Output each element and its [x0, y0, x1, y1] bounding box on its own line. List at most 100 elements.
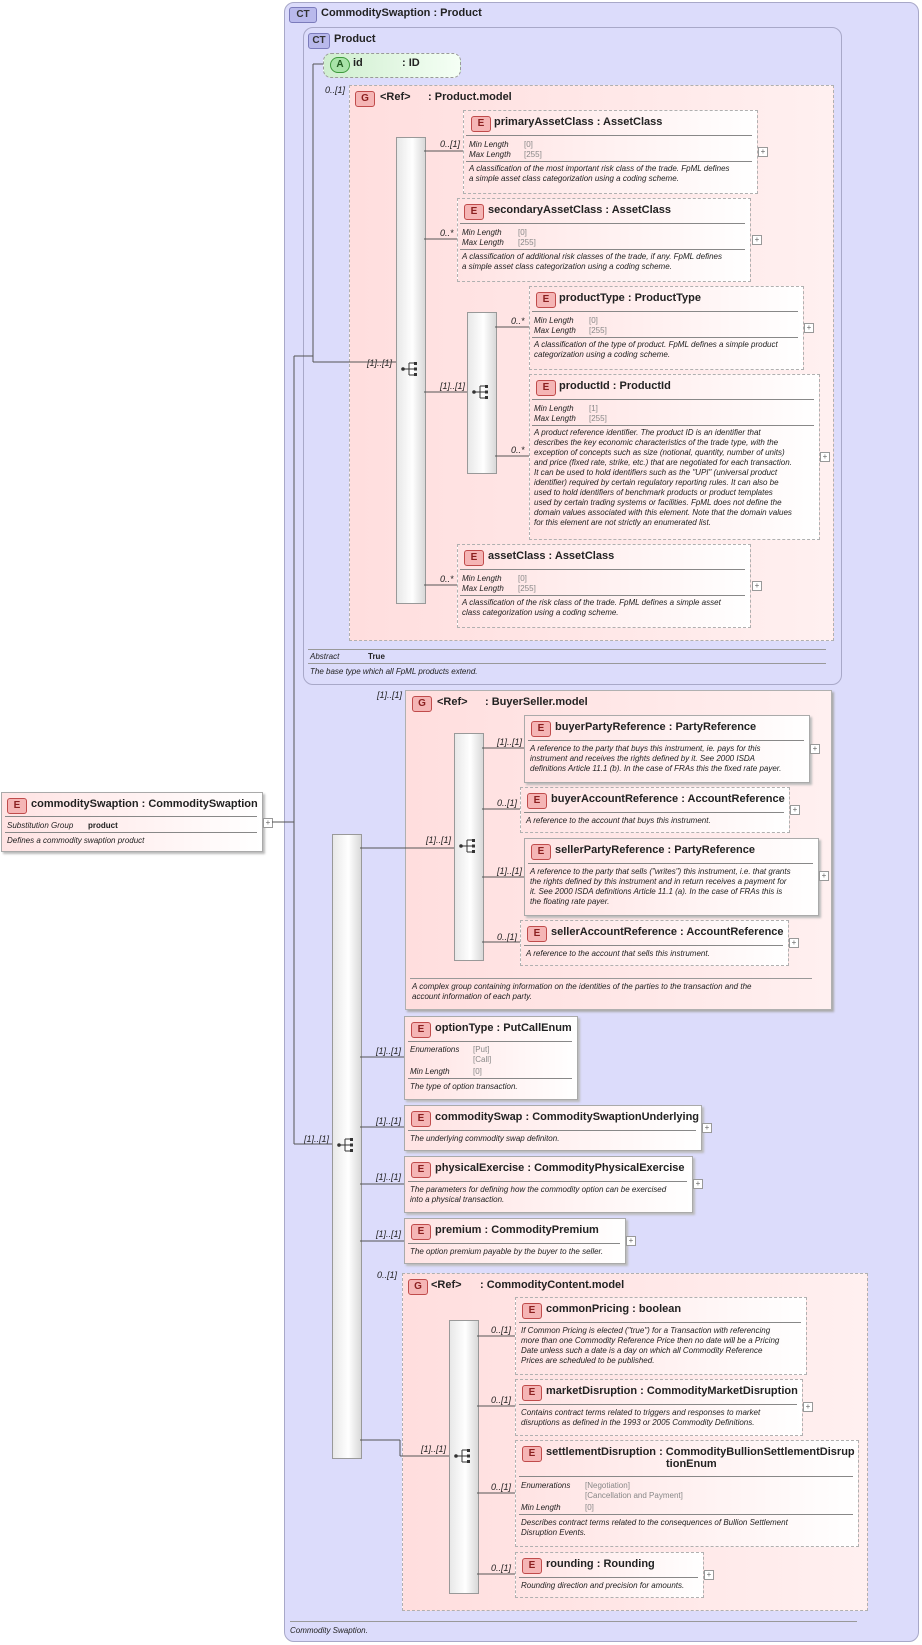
- commodity-swaption-root-element[interactable]: [1, 792, 263, 852]
- product-doc: The base type which all FpML products ex…: [310, 667, 478, 676]
- cardinality: [1]..[1]: [377, 690, 403, 700]
- facet-value: [255]: [518, 584, 536, 593]
- facet-value: [0]: [589, 316, 598, 325]
- secondary-asset-class-title: secondaryAssetClass : AssetClass: [488, 204, 672, 216]
- facet-value: [Cancellation and Payment]: [585, 1491, 683, 1500]
- expand-icon[interactable]: +: [810, 744, 820, 754]
- product-type-doc: A classification of the type of product.…: [534, 340, 778, 359]
- expand-icon[interactable]: +: [804, 323, 814, 333]
- product-type-icon: CT: [308, 33, 330, 49]
- market-disruption-title: marketDisruption : CommodityMarketDisrup…: [546, 1385, 798, 1397]
- facet-value: [0]: [585, 1503, 594, 1512]
- seller-account-reference-title: sellerAccountReference : AccountReferenc…: [551, 926, 784, 938]
- sequence-bar: [454, 733, 484, 961]
- abstract-label: Abstract: [310, 652, 340, 661]
- settlement-disruption-type-cont: tionEnum: [666, 1458, 717, 1470]
- facet-value: [0]: [524, 140, 533, 149]
- facet-label: Enumerations: [410, 1045, 460, 1054]
- facet-label: Max Length: [469, 150, 511, 159]
- facet-value: [Call]: [473, 1055, 492, 1064]
- facet-value: [255]: [589, 414, 607, 423]
- element-icon: E: [411, 1224, 431, 1240]
- product-type-element-title: productType : ProductType: [559, 292, 701, 304]
- expand-icon[interactable]: +: [758, 147, 768, 157]
- seller-account-reference-doc: A reference to the account that sells th…: [526, 949, 710, 958]
- expand-icon[interactable]: +: [820, 452, 830, 462]
- seller-party-reference-element[interactable]: [524, 838, 819, 916]
- element-icon: E: [522, 1446, 542, 1462]
- cardinality: [1]..[1]: [376, 1229, 402, 1239]
- substitution-group-value: product: [88, 821, 118, 830]
- option-type-element[interactable]: [404, 1016, 578, 1100]
- element-icon: E: [464, 204, 484, 220]
- cardinality: [1]..[1]: [304, 1134, 330, 1144]
- premium-element[interactable]: [404, 1218, 626, 1264]
- expand-icon[interactable]: +: [263, 818, 273, 828]
- root-title: commoditySwaption : CommoditySwaption: [31, 798, 258, 810]
- primary-asset-class-element[interactable]: [463, 110, 758, 194]
- facet-label: Min Length: [462, 574, 502, 583]
- cardinality: 0..[1]: [491, 1482, 512, 1492]
- expand-icon[interactable]: +: [704, 1570, 714, 1580]
- commodity-swap-doc: The underlying commodity swap definiton.: [410, 1134, 560, 1143]
- option-type-title: optionType : PutCallEnum: [435, 1022, 572, 1034]
- buyer-party-reference-doc: A reference to the party that buys this …: [530, 744, 782, 773]
- expand-icon[interactable]: +: [819, 871, 829, 881]
- common-pricing-element[interactable]: [515, 1297, 807, 1375]
- facet-value: [Negotiation]: [585, 1481, 630, 1490]
- secondary-asset-class-doc: A classification of additional risk clas…: [462, 252, 722, 271]
- rounding-title: rounding : Rounding: [546, 1558, 655, 1570]
- cardinality: 0..[1]: [377, 1270, 398, 1280]
- buyer-account-reference-element[interactable]: [520, 787, 790, 833]
- market-disruption-doc: Contains contract terms related to trigg…: [521, 1408, 761, 1427]
- expand-icon[interactable]: +: [752, 581, 762, 591]
- complex-type-doc: Commodity Swaption.: [290, 1626, 368, 1635]
- cardinality: 0..*: [440, 228, 454, 238]
- product-id-element[interactable]: [529, 374, 820, 540]
- element-icon: E: [7, 798, 27, 814]
- expand-icon[interactable]: +: [790, 805, 800, 815]
- facet-value: [255]: [518, 238, 536, 247]
- rounding-doc: Rounding direction and precision for amo…: [521, 1581, 685, 1590]
- buyer-party-reference-element[interactable]: [524, 715, 810, 783]
- product-type-element[interactable]: [529, 286, 804, 370]
- facet-value: [Put]: [473, 1045, 490, 1054]
- rounding-element[interactable]: [515, 1552, 704, 1598]
- facet-label: Min Length: [534, 404, 574, 413]
- physical-exercise-element[interactable]: [404, 1156, 693, 1213]
- expand-icon[interactable]: +: [803, 1402, 813, 1412]
- group-name: : Product.model: [428, 91, 512, 103]
- facet-label: Min Length: [462, 228, 502, 237]
- market-disruption-element[interactable]: [515, 1379, 803, 1436]
- expand-icon[interactable]: +: [702, 1123, 712, 1133]
- facet-label: Min Length: [410, 1067, 450, 1076]
- product-id-doc: A product reference identifier. The prod…: [534, 428, 792, 527]
- asset-class-doc: A classification of the risk class of th…: [462, 598, 721, 617]
- abstract-value: True: [368, 652, 385, 661]
- sequence-icon: [472, 385, 488, 399]
- commodity-swap-element[interactable]: [404, 1105, 702, 1151]
- attribute-cardinality: 0..[1]: [325, 85, 346, 95]
- asset-class-element[interactable]: [457, 544, 751, 628]
- expand-icon[interactable]: +: [752, 235, 762, 245]
- buyer-account-reference-doc: A reference to the account that buys thi…: [526, 816, 711, 825]
- cardinality: 0..[1]: [491, 1395, 512, 1405]
- seller-account-reference-element[interactable]: [520, 920, 789, 966]
- secondary-asset-class-element[interactable]: [457, 198, 751, 282]
- physical-exercise-title: physicalExercise : CommodityPhysicalExer…: [435, 1162, 685, 1174]
- facet-value: [255]: [524, 150, 542, 159]
- expand-icon[interactable]: +: [626, 1236, 636, 1246]
- cardinality: 0..*: [511, 445, 525, 455]
- inner-sequence-bar: [467, 312, 497, 474]
- expand-icon[interactable]: +: [789, 938, 799, 948]
- element-icon: E: [411, 1022, 431, 1038]
- settlement-disruption-element[interactable]: [515, 1440, 859, 1547]
- attribute-name: id: [353, 57, 363, 69]
- expand-icon[interactable]: +: [693, 1179, 703, 1189]
- buyer-account-reference-title: buyerAccountReference : AccountReference: [551, 793, 785, 805]
- group-icon: G: [412, 696, 432, 712]
- element-icon: E: [464, 550, 484, 566]
- facet-label: Min Length: [534, 316, 574, 325]
- facet-label: Max Length: [462, 584, 504, 593]
